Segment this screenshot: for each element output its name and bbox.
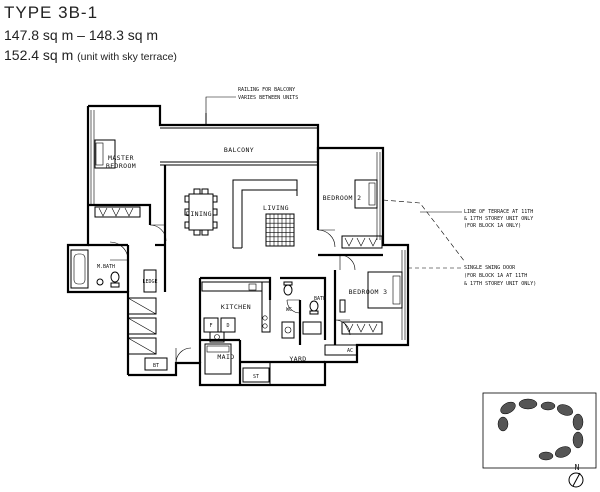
- bath-toilet: [309, 300, 319, 315]
- maid-bed: [204, 343, 232, 375]
- living-rug: [265, 213, 295, 247]
- unit-area-range: 147.8 sq m – 148.3 sq m: [4, 27, 159, 43]
- room-label-balcony: BALCONY: [224, 146, 254, 154]
- bt-label: BT: [153, 363, 159, 369]
- swing-door-note-3: & 17TH STOREY UNIT ONLY): [464, 281, 536, 287]
- unit-area-sky-terrace: 152.4 sq m (unit with sky terrace): [4, 48, 177, 63]
- room-label-bedroom-3: BEDROOM 3: [349, 288, 388, 296]
- swing-door-note-2: (FOR BLOCK 1A AT 11TH: [464, 273, 527, 279]
- terrace-note-2: & 17TH STOREY UNIT ONLY: [464, 216, 533, 222]
- bedroom2-bed: [354, 179, 378, 209]
- north-compass: N: [568, 463, 584, 488]
- bomb-shelter-box: BT: [144, 357, 168, 371]
- room-label-master: MASTER: [108, 154, 134, 162]
- ac-ledge: [324, 344, 358, 356]
- room-label-ac: AC: [347, 348, 353, 354]
- maid-bath: [209, 331, 225, 343]
- room-label-kitchen: KITCHEN: [221, 303, 251, 311]
- terrace-line: [382, 199, 466, 263]
- sky-terrace-area: 152.4 sq m: [4, 47, 74, 63]
- washer-label: D: [226, 323, 229, 329]
- dining-table: [184, 188, 218, 236]
- bay-window-stack: [127, 297, 157, 355]
- wc-fixtures: [281, 321, 295, 339]
- sky-terrace-note: (unit with sky terrace): [77, 51, 177, 63]
- ledge-label: LEDGE: [142, 279, 157, 285]
- room-label-m-bath: M.BATH: [97, 264, 115, 270]
- room-label-yard: YARD: [289, 355, 306, 363]
- room-label-wc: WC: [286, 307, 292, 313]
- bathtub: [70, 249, 89, 289]
- balcony-railing: [160, 96, 318, 166]
- bedroom3-wardrobe: [341, 321, 383, 335]
- store-room: ST: [242, 367, 270, 383]
- kitchen-counter: [201, 281, 271, 333]
- door-swings: [109, 224, 356, 364]
- railing-note-1: RAILING FOR BALCONY: [238, 87, 295, 93]
- railing-note-2: VARIES BETWEEN UNITS: [238, 95, 298, 101]
- living-sofa: [232, 179, 298, 249]
- fridge-box: F: [203, 317, 219, 333]
- terrace-note-3: (FOR BLOCK 1A ONLY): [464, 223, 521, 229]
- room-label-bedroom-2: BEDROOM 2: [323, 194, 362, 202]
- compass-n-label: N: [575, 463, 580, 472]
- room-label-dining: DINING: [186, 210, 212, 218]
- master-wardrobe: [94, 206, 141, 218]
- window-lines: [90, 110, 406, 340]
- wc-toilet: [283, 281, 293, 296]
- terrace-note-1: LINE OF TERRACE AT 11TH: [464, 209, 533, 215]
- bedroom3-bed: [367, 271, 403, 309]
- swing-door-note-1: SINGLE SWING DOOR: [464, 265, 516, 271]
- room-label-living: LIVING: [263, 204, 289, 212]
- master-bed: [94, 139, 116, 169]
- fridge-label: F: [209, 323, 212, 329]
- bath-basin: [302, 321, 322, 335]
- room-label-maid: MAID: [217, 353, 234, 361]
- room-label-bath: BATH: [314, 296, 326, 302]
- bedroom2-wardrobe: [341, 235, 383, 249]
- st-label: ST: [253, 374, 259, 380]
- master-toilet: [110, 271, 120, 288]
- room-label-master-bedroom: BEDROOM: [106, 162, 136, 170]
- ledge-box: LEDGE: [142, 269, 158, 293]
- washer-box: D: [220, 317, 236, 333]
- bath-shelf: [339, 299, 346, 313]
- master-basin: [96, 278, 104, 286]
- unit-type-title: TYPE 3B-1: [4, 3, 99, 22]
- key-plan: [482, 392, 597, 469]
